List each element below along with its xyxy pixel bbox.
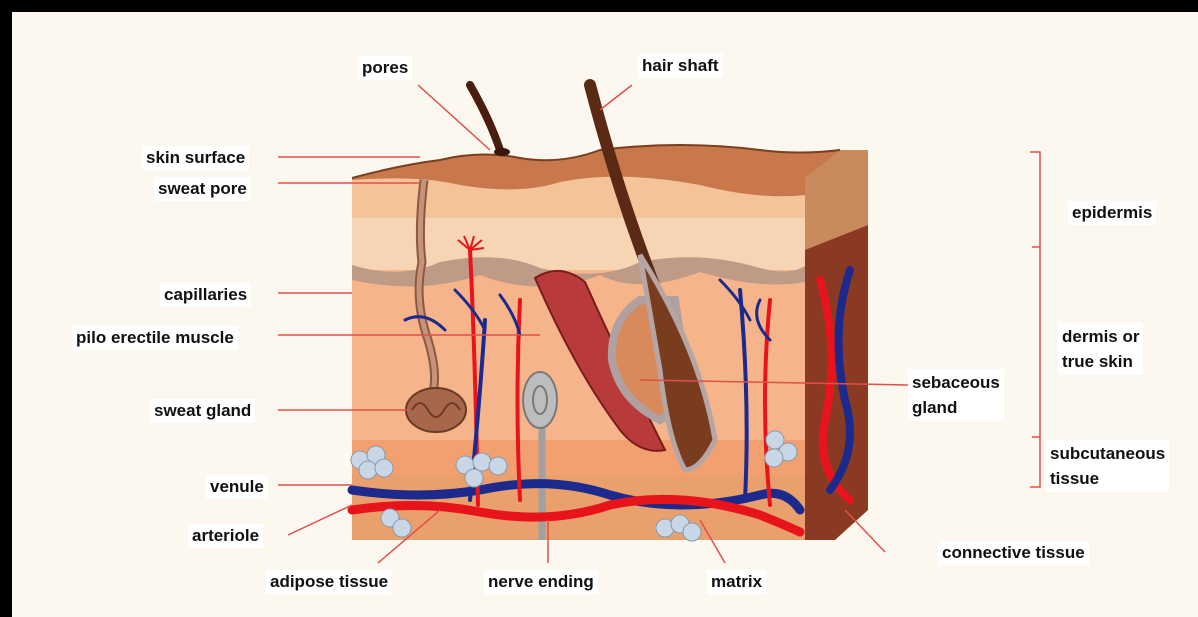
label-adipose-tissue: adipose tissue [266, 570, 392, 594]
label-pores: pores [358, 56, 412, 80]
label-arteriole: arteriole [188, 524, 263, 548]
label-hair-shaft: hair shaft [638, 54, 723, 78]
label-sweat-pore: sweat pore [154, 177, 251, 201]
label-nerve-ending: nerve ending [484, 570, 598, 594]
label-skin-surface: skin surface [142, 146, 249, 170]
label-matrix: matrix [707, 570, 766, 594]
label-pilo-erectile-muscle: pilo erectile muscle [72, 326, 238, 350]
label-sebaceous-gland: sebaceous gland [908, 369, 1004, 421]
label-subcutaneous-tissue: subcutaneous tissue [1046, 440, 1169, 492]
label-capillaries: capillaries [160, 283, 251, 307]
label-dermis: dermis or true skin [1058, 323, 1143, 375]
label-sweat-gland: sweat gland [150, 399, 255, 423]
label-connective-tissue: connective tissue [938, 541, 1089, 565]
label-venule: venule [206, 475, 268, 499]
label-epidermis: epidermis [1068, 201, 1156, 225]
